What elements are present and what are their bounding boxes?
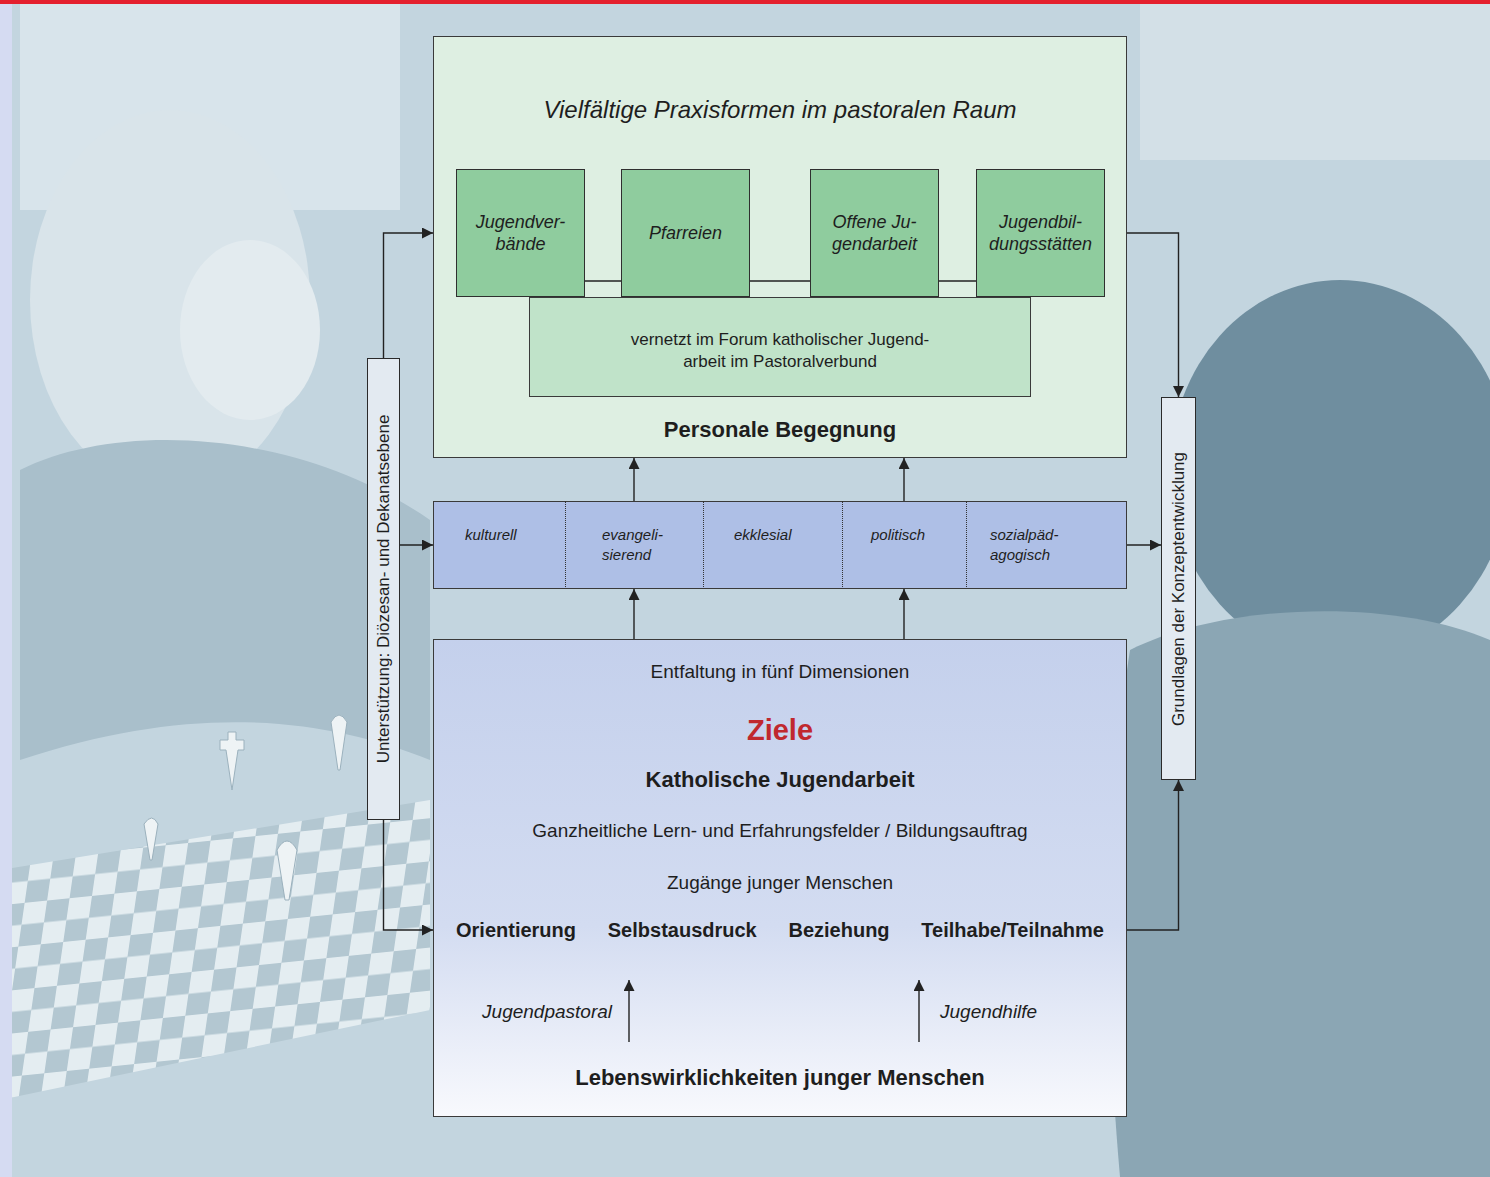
dimension-cell: sozialpäd- agogisch [966, 501, 1127, 589]
node-label: Ziele [747, 714, 813, 747]
node-label: Jugendver- bände [463, 211, 578, 256]
node-label: Lebenswirklichkeiten junger Menschen [575, 1065, 985, 1091]
node-label: Offene Ju- gendarbeit [817, 211, 932, 256]
flow-arrow [633, 589, 634, 639]
dimension-cell: ekklesial [703, 501, 842, 589]
node-label: Beziehung [788, 919, 889, 942]
link-line [750, 280, 810, 281]
node-label: evangeli- sierend [602, 525, 692, 566]
practice-box: Pfarreien [621, 169, 750, 297]
node-label: ekklesial [734, 525, 842, 545]
dimension-cell: evangeli- sierend [565, 501, 703, 589]
boy-head [1170, 280, 1490, 660]
node-label: sozialpäd- agogisch [990, 525, 1080, 566]
practice-box: Jugendver- bände [456, 169, 585, 297]
flow-arrow [384, 820, 434, 930]
node-label: Vielfältige Praxisformen im pastoralen R… [543, 96, 1016, 124]
flow-arrow [903, 458, 904, 501]
practice-box: Offene Ju- gendarbeit [810, 169, 939, 297]
node-label: Jugendpastoral [482, 1001, 612, 1023]
practice-box: Jugendbil- dungsstätten [976, 169, 1105, 297]
dimension-cell: kulturell [433, 501, 565, 589]
node-label: Unterstützung: Diözesan- und Dekanatsebe… [374, 415, 394, 764]
node-label: Zugänge junger Menschen [667, 872, 893, 894]
node-label: vernetzt im Forum katholischer Jugend- a… [613, 329, 948, 373]
chess-pieces [144, 715, 347, 900]
node-label: Ganzheitliche Lern- und Erfahrungsfelder… [532, 820, 1027, 842]
node-label: politisch [871, 525, 966, 545]
chess-board [0, 800, 430, 1100]
top-rule [0, 0, 1490, 4]
flow-arrow [1127, 780, 1179, 930]
node-label: Jugendhilfe [940, 1001, 1037, 1023]
link-line [585, 280, 621, 281]
inner-arrow [918, 980, 919, 1042]
access-row: Orientierung Selbstausdruck Beziehung Teilh… [434, 919, 1126, 942]
practice-panel: Jugendver- bände Pfarreien Offene Ju- gend… [433, 36, 1127, 458]
forum-box: vernetzt im Forum katholischer Jugend- a… [529, 297, 1031, 397]
girl-face [180, 240, 320, 420]
side-box: Grundlagen der Konzeptentwicklung [1161, 397, 1196, 780]
node-label: kulturell [465, 525, 565, 545]
node-label: Entfaltung in fünf Dimensionen [651, 661, 910, 683]
node-label: Jugendbil- dungsstätten [983, 211, 1098, 256]
node-label: Personale Begegnung [664, 417, 896, 443]
flow-arrow [633, 458, 634, 501]
flow-arrow [1127, 233, 1179, 397]
flow-arrow [1127, 544, 1161, 545]
node-label: Katholische Jugendarbeit [646, 767, 915, 793]
side-box: Unterstützung: Diözesan- und Dekanatsebe… [367, 358, 400, 820]
link-line [939, 280, 976, 281]
dimension-cell: politisch [842, 501, 966, 589]
node-label: Teilhabe/Teilnahme [921, 919, 1104, 942]
dimension-band [433, 501, 1127, 589]
inner-arrows [629, 980, 919, 1042]
inner-arrow [628, 980, 629, 1042]
node-label: Orientierung [456, 919, 576, 942]
flow-arrow [903, 589, 904, 639]
flow-arrow [400, 544, 433, 545]
poster [1140, 0, 1490, 160]
node-label: Grundlagen der Konzeptentwicklung [1169, 451, 1189, 725]
flow-arrow [384, 233, 434, 358]
node-label: Pfarreien [649, 222, 722, 245]
node-label: Selbstausdruck [608, 919, 757, 942]
goals-panel: Entfaltung in fünf DimensionenZieleKatho… [433, 639, 1127, 1117]
left-stripe [0, 0, 12, 1177]
